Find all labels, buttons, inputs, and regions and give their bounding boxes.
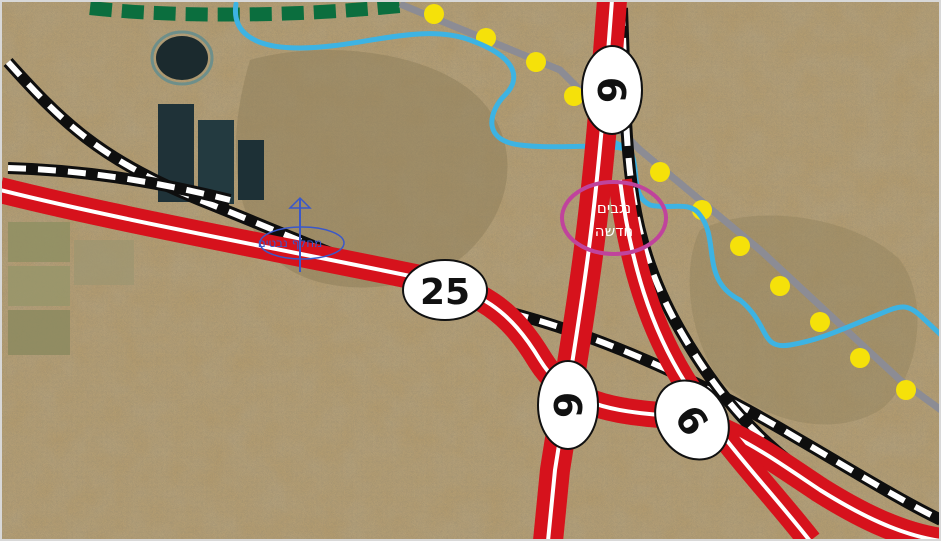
yellow-dot: [810, 312, 830, 332]
shield-6-bottom-left-number: 6: [545, 392, 589, 418]
shield-25-number: 25: [420, 272, 470, 313]
road-shield-25: 25: [402, 259, 488, 321]
yellow-dot: [424, 4, 444, 24]
yellow-dot: [896, 380, 916, 400]
yellow-dot: [564, 86, 584, 106]
yellow-dot: [526, 52, 546, 72]
interchange-label: מחלף נבטים: [258, 236, 322, 250]
village-area-east: [689, 215, 918, 425]
road-shield-6-bottom-left: 6: [537, 360, 599, 450]
road-shield-6-top: 6: [581, 45, 643, 135]
railway-north-branch: [7, 162, 232, 206]
station-label-group: נגבים חדשה: [560, 180, 668, 256]
road-shield-6-bottom-right: 6: [654, 379, 730, 461]
reservoir-rim: [150, 30, 214, 86]
station-ring: [560, 180, 668, 256]
station-label-line1: נגבים: [597, 199, 631, 217]
yellow-dot: [650, 162, 670, 182]
station-label-line2: חדשה: [595, 222, 633, 240]
yellow-dot: [770, 276, 790, 296]
town-area: [235, 50, 508, 288]
reservoir: [156, 36, 208, 80]
shield-6-top-number: 6: [589, 77, 633, 103]
yellow-dot: [730, 236, 750, 256]
yellow-dot: [850, 348, 870, 368]
farm-fields: [8, 222, 134, 355]
interchange-marker: מחלף נבטים: [258, 196, 345, 272]
green-boundary-line: [89, 0, 401, 22]
